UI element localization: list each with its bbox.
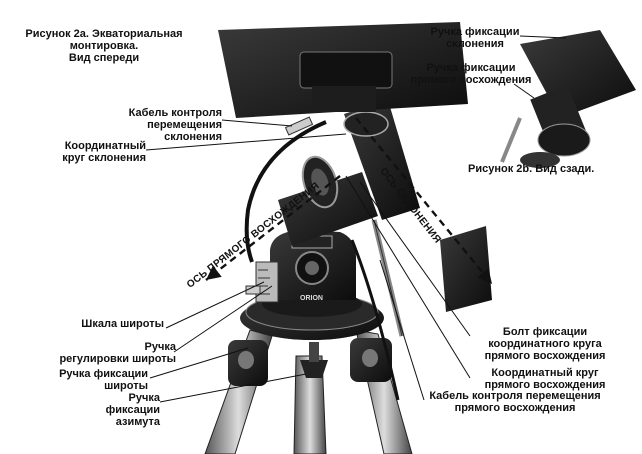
dec-cable-label: Кабель контроля перемещения склонения [128,107,222,143]
latitude-lock-knob-label: Ручка фиксации широты [59,368,148,392]
ra-axis-arrow [205,175,341,281]
azimuth-lock-knob-label: Ручка фиксации азимута [105,392,160,428]
ra-circle-label: Координатный круг прямого восхождения [484,367,606,391]
tripod [204,329,413,454]
ra-circle-lock-bolt-label: Болт фиксации координатного круга прямог… [484,326,606,362]
dec-lock-knob-label: Ручка фиксации склонения [430,26,520,50]
figure-back-caption: Рисунок 2b. Вид сзади. [468,163,595,175]
mount-housing: ORION [245,230,356,303]
ra-cable-line [350,239,400,401]
brand-mark: ORION [300,295,323,302]
latitude-adjust-knob-label: Ручка регулировки широты [59,341,176,365]
ra-cable-label: Кабель контроля перемещения прямого восх… [429,390,601,414]
back-view-inset [500,30,636,168]
ra-axis-assembly [278,155,378,246]
latitude-scale-label: Шкала широты [81,318,164,330]
ra-lock-knob-label: Ручка фиксации прямого восхождения [410,62,532,86]
telescope-tube [218,22,468,118]
leader-lines [145,35,567,403]
dec-circle-label: Координатный круг склонения [62,140,146,164]
figure-front-caption: Рисунок 2а. Экваториальная монтировка. В… [25,28,183,64]
